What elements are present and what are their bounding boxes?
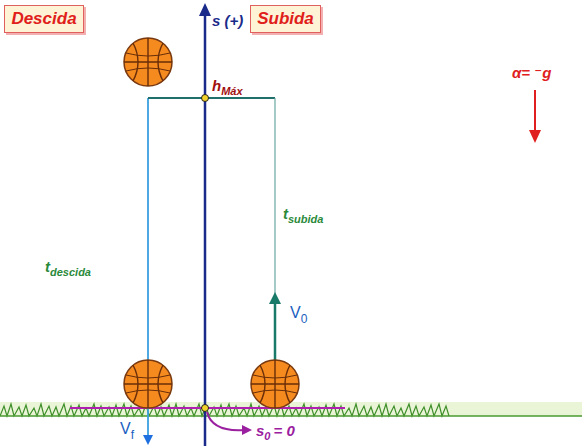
hmax-subscript: Máx [221,85,242,98]
axis-arrowhead [199,3,211,16]
velocity-symbol: V [120,420,131,438]
time-symbol: t [45,258,50,275]
hmax-symbol: h [212,77,221,94]
ball-bottom-right [251,360,299,408]
gravity-arrow [534,90,536,132]
hmax-dot [202,95,209,102]
box-title: Subida [257,9,314,29]
position-value: = 0 [273,422,294,439]
gravity-arrowhead [529,130,541,143]
box-title: Descida [11,9,76,29]
ball-top [124,38,172,86]
s0-pointer-head [242,425,252,435]
time-symbol: t [283,205,288,222]
gravity-label: α= ⁻g [512,64,551,81]
position-subscript: 0 [264,430,270,443]
axis-label: s (+) [212,12,243,29]
v0-arrowhead [269,292,281,304]
s-axis [204,14,207,446]
grass [0,402,582,416]
velocity-subscript: f [131,429,134,443]
time-subscript: subida [288,213,323,226]
velocity-symbol: V [290,304,301,322]
descida-box: Descida [4,5,84,33]
time-subscript: descida [50,266,91,279]
v0-arrow [274,302,277,361]
origin-dot [202,405,209,412]
s0-pointer [207,412,244,430]
hmax-line [148,97,275,99]
velocity-subscript: 0 [301,313,308,327]
ascent-line [274,98,275,300]
ball-bottom-left [124,360,172,408]
subida-box: Subida [250,5,321,33]
position-symbol: s [256,422,264,439]
